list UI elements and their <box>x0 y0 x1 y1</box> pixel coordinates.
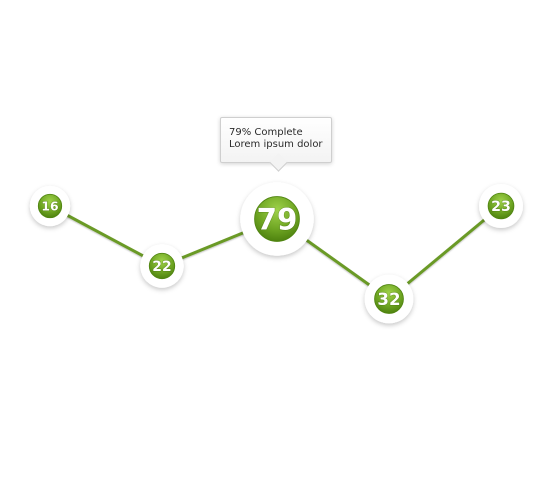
data-label: 23 <box>491 199 511 215</box>
tooltip-line-2: Lorem ipsum dolor <box>229 139 323 150</box>
data-label: 32 <box>377 290 400 309</box>
point-marker <box>37 193 63 219</box>
point-marker <box>374 284 404 314</box>
series-points: 16 22 79 32 23 <box>29 182 524 324</box>
data-point[interactable]: 79 <box>240 182 314 256</box>
data-label: 16 <box>41 199 58 213</box>
data-point[interactable]: 32 <box>364 274 414 324</box>
tooltip: 79% Complete Lorem ipsum dolor <box>220 117 332 172</box>
data-point[interactable]: 23 <box>478 183 524 229</box>
point-marker <box>148 252 176 280</box>
data-point[interactable]: 22 <box>140 244 184 288</box>
point-marker <box>254 196 300 242</box>
data-point[interactable]: 16 <box>29 185 71 227</box>
point-marker <box>487 192 515 220</box>
data-label: 22 <box>152 259 171 275</box>
tooltip-line-1: 79% Complete <box>229 127 303 138</box>
data-label: 79 <box>257 203 298 237</box>
